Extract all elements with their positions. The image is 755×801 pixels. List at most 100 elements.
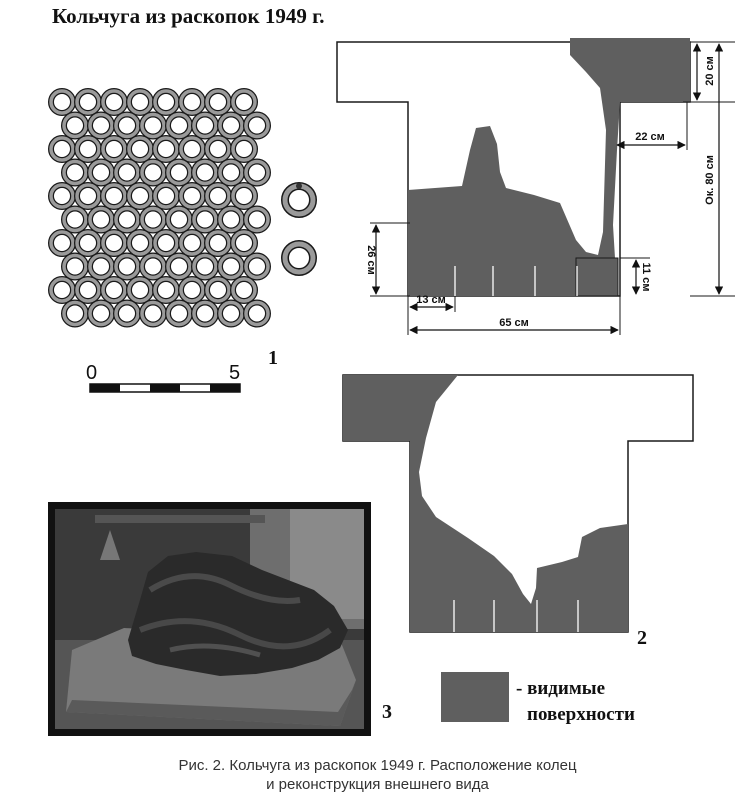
figure-title: Кольчуга из раскопок 1949 г.: [52, 4, 325, 28]
dim-20cm: 20 см: [704, 56, 716, 86]
ring-highlight: [179, 277, 205, 303]
single-rings: [281, 182, 317, 276]
legend-swatch: [441, 672, 509, 722]
ring-highlight: [205, 89, 231, 115]
ring-highlight: [192, 159, 218, 186]
ring-highlight: [231, 183, 257, 209]
ring-highlight: [140, 253, 166, 280]
ring-highlight: [62, 253, 88, 280]
ring-highlight: [153, 230, 179, 256]
caption-line-1: Рис. 2. Кольчуга из раскопок 1949 г. Рас…: [178, 757, 577, 774]
ring-highlight: [166, 159, 192, 186]
ring-highlight: [101, 277, 127, 303]
ring-highlight: [231, 89, 257, 115]
figure-number-1: 1: [268, 347, 278, 369]
upper-dimension-lines: [370, 41, 735, 335]
dim-13cm: 13 см: [416, 294, 446, 306]
ring-highlight: [140, 159, 166, 186]
ring-highlight: [153, 136, 179, 162]
ring-highlight: [75, 277, 101, 303]
upper-visible-surface-main: [408, 38, 690, 296]
upper-dimension-arrows: [371, 43, 724, 335]
ring-highlight: [218, 253, 244, 280]
upper-hem-slits: [454, 266, 578, 296]
ring-highlight: [244, 112, 270, 139]
ring-highlight: [49, 89, 75, 115]
ring-highlight: [49, 277, 75, 303]
ring-highlight: [49, 183, 75, 209]
ring-highlight: [88, 206, 114, 233]
ring-highlight: [127, 136, 153, 162]
ring-highlight: [179, 183, 205, 209]
ring-highlight: [101, 89, 127, 115]
ring-highlight: [88, 253, 114, 280]
ring-highlight: [114, 253, 140, 280]
upper-reconstruction: 20 см Ок. 80 см 22 см 26 см 11 см 13 см …: [336, 38, 735, 335]
dim-22cm: 22 см: [635, 131, 665, 143]
ring-highlight: [75, 136, 101, 162]
scale-bar: 0 5: [86, 362, 241, 393]
ring-highlight: [231, 277, 257, 303]
ring-highlight: [244, 300, 270, 327]
dim-11cm: 11 см: [640, 263, 652, 292]
ring-highlight: [49, 136, 75, 162]
ring-highlight: [244, 159, 270, 186]
ring-highlight: [244, 253, 270, 280]
ring-highlight: [166, 300, 192, 327]
ring-highlight: [218, 300, 244, 327]
dim-65cm: 65 см: [499, 317, 529, 329]
ring-highlight: [75, 89, 101, 115]
ring-highlight: [62, 159, 88, 186]
ring-highlight: [127, 277, 153, 303]
chainmail-rings: [48, 88, 271, 328]
caption-line-2: и реконструкция внешнего вида: [266, 776, 489, 793]
ring-highlight: [205, 136, 231, 162]
ring-highlight: [205, 230, 231, 256]
ring-highlight: [218, 159, 244, 186]
ring-highlight: [179, 89, 205, 115]
ring-highlight: [192, 112, 218, 139]
ring-highlight: [114, 206, 140, 233]
ring-highlight: [114, 159, 140, 186]
ring-highlight: [140, 206, 166, 233]
ring-highlight: [49, 230, 75, 256]
figure-number-2: 2: [637, 627, 647, 649]
ring-highlight: [88, 112, 114, 139]
ring-highlight: [192, 206, 218, 233]
ring-highlight: [218, 112, 244, 139]
ring-highlight: [101, 230, 127, 256]
ring-highlight: [192, 300, 218, 327]
artifact-photo: [48, 502, 371, 736]
ring-highlight: [88, 300, 114, 327]
ring-highlight: [101, 183, 127, 209]
ring-highlight: [166, 253, 192, 280]
ring-highlight: [88, 159, 114, 186]
ring-highlight: [62, 206, 88, 233]
ring-highlight: [218, 206, 244, 233]
ring-highlight: [140, 300, 166, 327]
dim-26cm: 26 см: [365, 245, 377, 275]
ring-highlight: [62, 112, 88, 139]
ring-weave-panel: [48, 88, 271, 328]
scale-start-label: 0: [86, 362, 97, 384]
legend-text-line2: поверхности: [527, 704, 635, 725]
scale-end-label: 5: [229, 362, 240, 384]
ring-highlight: [153, 183, 179, 209]
lower-reconstruction: [342, 374, 694, 633]
ring-highlight: [153, 89, 179, 115]
ring-highlight: [231, 230, 257, 256]
ring-highlight: [127, 230, 153, 256]
ring-highlight: [153, 277, 179, 303]
ring-highlight: [244, 206, 270, 233]
ring-highlight: [127, 89, 153, 115]
ring-highlight: [205, 277, 231, 303]
upper-cuff-patch: [575, 257, 619, 297]
lower-hem-slits: [453, 600, 579, 632]
ring-highlight: [75, 230, 101, 256]
ring-highlight: [179, 230, 205, 256]
ring-highlight: [192, 253, 218, 280]
ring-highlight: [179, 136, 205, 162]
ring-highlight: [127, 183, 153, 209]
ring-highlight: [205, 183, 231, 209]
